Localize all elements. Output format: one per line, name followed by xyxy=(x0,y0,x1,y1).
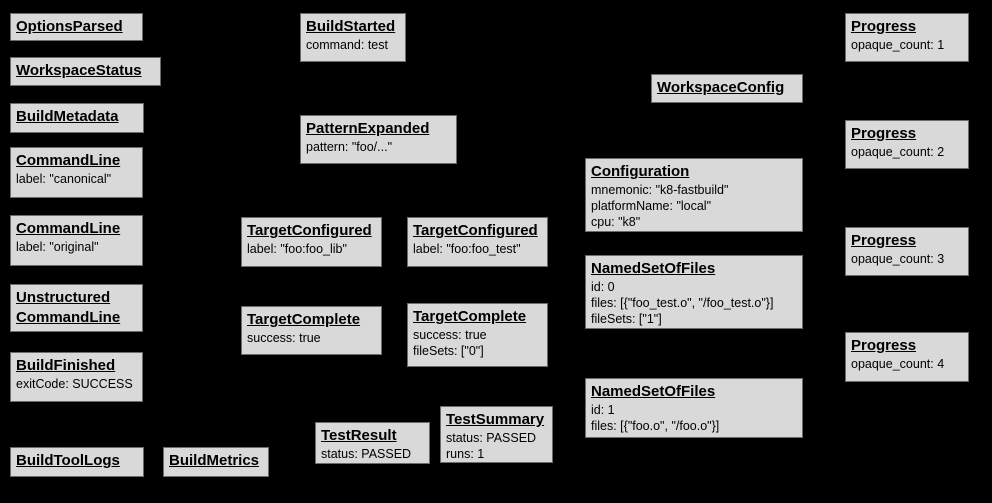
node-progress-4: Progress opaque_count: 4 xyxy=(845,332,969,382)
node-named-set-of-files-1: NamedSetOfFiles id: 1 files: [{"foo.o", … xyxy=(585,378,803,438)
node-title: CommandLine xyxy=(16,152,121,169)
node-title: Configuration xyxy=(591,163,690,180)
node-detail: command: test xyxy=(306,38,388,52)
node-detail: id: 0 xyxy=(591,280,615,294)
node-detail: cpu: "k8" xyxy=(591,215,641,229)
node-target-configured-test: TargetConfigured label: "foo:foo_test" xyxy=(407,217,548,267)
node-detail: status: PASSED xyxy=(446,431,537,445)
node-workspace-config: WorkspaceConfig xyxy=(651,74,803,103)
node-test-summary: TestSummary status: PASSED runs: 1 xyxy=(440,406,553,463)
node-title: WorkspaceStatus xyxy=(16,62,142,79)
node-detail: success: true xyxy=(247,331,321,345)
node-title: PatternExpanded xyxy=(306,120,430,137)
node-detail: exitCode: SUCCESS xyxy=(16,377,133,391)
node-named-set-of-files-0: NamedSetOfFiles id: 0 files: [{"foo_test… xyxy=(585,255,803,329)
node-detail: files: [{"foo.o", "/foo.o"}] xyxy=(591,419,720,433)
node-title: Progress xyxy=(851,232,917,249)
node-title: WorkspaceConfig xyxy=(657,79,785,96)
node-command-line-original: CommandLine label: "original" xyxy=(10,215,143,266)
node-command-line-canonical: CommandLine label: "canonical" xyxy=(10,147,143,198)
node-detail: pattern: "foo/..." xyxy=(306,140,393,154)
node-title: NamedSetOfFiles xyxy=(591,383,716,400)
node-title: BuildToolLogs xyxy=(16,452,120,469)
node-detail: id: 1 xyxy=(591,403,615,417)
node-detail: success: true xyxy=(413,328,487,342)
node-unstructured-command-line: Unstructured CommandLine xyxy=(10,284,143,332)
node-title: BuildMetrics xyxy=(169,452,260,469)
node-title: CommandLine xyxy=(16,309,121,326)
node-title: TargetConfigured xyxy=(247,222,372,239)
node-title: CommandLine xyxy=(16,220,121,237)
node-title: Progress xyxy=(851,337,917,354)
node-title: TargetComplete xyxy=(413,308,527,325)
node-title: TargetComplete xyxy=(247,311,361,328)
node-detail: fileSets: ["1"] xyxy=(591,312,662,326)
node-title: TestSummary xyxy=(446,411,545,428)
node-target-complete-lib: TargetComplete success: true xyxy=(241,306,382,355)
node-detail: label: "foo:foo_test" xyxy=(413,242,521,256)
node-detail: runs: 1 xyxy=(446,447,485,461)
node-detail: label: "original" xyxy=(16,240,99,254)
node-title: TargetConfigured xyxy=(413,222,538,239)
node-build-metadata: BuildMetadata xyxy=(10,103,144,133)
node-title: BuildStarted xyxy=(306,18,396,35)
node-build-metrics: BuildMetrics xyxy=(163,447,269,477)
node-build-finished: BuildFinished exitCode: SUCCESS xyxy=(10,352,143,402)
node-detail: opaque_count: 4 xyxy=(851,357,945,371)
node-workspace-status: WorkspaceStatus xyxy=(10,57,161,86)
node-title: BuildFinished xyxy=(16,357,116,374)
node-title: BuildMetadata xyxy=(16,108,119,125)
node-detail: fileSets: ["0"] xyxy=(413,344,484,358)
node-detail: status: PASSED xyxy=(321,447,412,461)
node-configuration: Configuration mnemonic: "k8-fastbuild" p… xyxy=(585,158,803,232)
node-detail: opaque_count: 2 xyxy=(851,145,945,159)
node-progress-1: Progress opaque_count: 1 xyxy=(845,13,969,62)
node-detail: label: "foo:foo_lib" xyxy=(247,242,347,256)
node-target-configured-lib: TargetConfigured label: "foo:foo_lib" xyxy=(241,217,382,267)
node-title: OptionsParsed xyxy=(16,18,123,35)
node-title: Unstructured xyxy=(16,289,111,306)
node-detail: files: [{"foo_test.o", "/foo_test.o"}] xyxy=(591,296,774,310)
node-title: TestResult xyxy=(321,427,397,444)
node-detail: mnemonic: "k8-fastbuild" xyxy=(591,183,729,197)
node-detail: opaque_count: 1 xyxy=(851,38,945,52)
node-progress-3: Progress opaque_count: 3 xyxy=(845,227,969,276)
node-build-tool-logs: BuildToolLogs xyxy=(10,447,144,477)
node-pattern-expanded: PatternExpanded pattern: "foo/..." xyxy=(300,115,457,164)
node-detail: label: "canonical" xyxy=(16,172,112,186)
node-detail: platformName: "local" xyxy=(591,199,712,213)
node-title: Progress xyxy=(851,18,917,35)
node-options-parsed: OptionsParsed xyxy=(10,13,143,41)
node-target-complete-test: TargetComplete success: true fileSets: [… xyxy=(407,303,548,367)
node-title: Progress xyxy=(851,125,917,142)
node-detail: opaque_count: 3 xyxy=(851,252,945,266)
node-title: NamedSetOfFiles xyxy=(591,260,716,277)
node-build-started: BuildStarted command: test xyxy=(300,13,406,62)
node-test-result: TestResult status: PASSED xyxy=(315,422,430,464)
node-progress-2: Progress opaque_count: 2 xyxy=(845,120,969,169)
